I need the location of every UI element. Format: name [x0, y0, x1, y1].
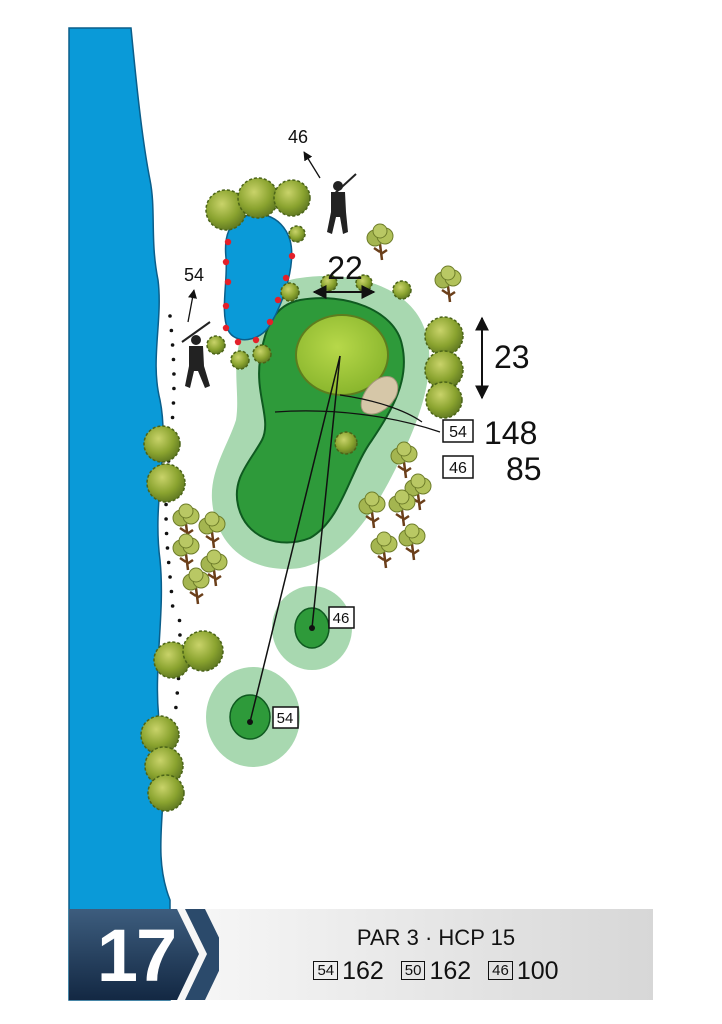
play-line-46 — [311, 355, 341, 629]
bush — [288, 225, 306, 243]
oob-stake — [169, 328, 174, 333]
tee-box-54 — [229, 694, 271, 740]
distance-148: 148 — [484, 415, 537, 451]
oob-stake — [166, 560, 171, 565]
drop-zone-54-label: 54 — [184, 265, 204, 285]
golfer-54-icon — [181, 321, 211, 388]
tee-tag-54: 54 — [313, 961, 339, 980]
play-line-54 — [249, 355, 341, 723]
drop-zone-46-label: 46 — [288, 127, 308, 147]
bush — [144, 746, 184, 786]
oob-stake — [175, 691, 180, 695]
bush — [392, 280, 412, 300]
bush — [273, 179, 311, 217]
water-hazard — [68, 27, 171, 1001]
oob-stake — [169, 589, 174, 594]
tee-length-54: 162 — [342, 957, 384, 985]
tree — [172, 533, 200, 571]
drop-zone-46-arrow — [303, 151, 321, 179]
oob-stake — [172, 386, 176, 391]
hazard-stake — [224, 238, 232, 246]
trees — [172, 223, 462, 605]
oob-stake — [164, 531, 169, 536]
tree — [198, 511, 226, 549]
oob-stake — [168, 314, 172, 318]
tee-tag-50: 50 — [400, 961, 426, 980]
hazard-stake — [274, 296, 282, 304]
distance-tag-46-box — [442, 455, 474, 479]
oob-stake — [172, 372, 176, 376]
oob-stake — [170, 604, 175, 608]
bush — [425, 381, 463, 419]
oob-stake — [164, 502, 168, 507]
hole-number: 17 — [96, 914, 177, 997]
green-width: 22 — [327, 250, 363, 286]
tree — [390, 441, 418, 479]
tree — [398, 523, 426, 561]
bush — [334, 431, 358, 455]
hazard-stake — [234, 338, 242, 346]
tee-label-46: 46 — [333, 610, 350, 627]
green-depth: 23 — [494, 339, 530, 375]
tee-length-46: 100 — [516, 957, 559, 985]
hazard-stake — [282, 274, 290, 282]
distance-85: 85 — [506, 451, 542, 487]
oob-stake — [177, 618, 182, 623]
hazard-stake — [266, 318, 274, 326]
oob-stake — [170, 343, 175, 347]
bush — [147, 774, 185, 812]
oob-stake — [165, 546, 170, 550]
par-hcp: PAR 3 · HCP 15 — [356, 925, 516, 950]
oob-stake — [164, 517, 168, 521]
tree — [434, 265, 462, 303]
distance-tag-54: 54 — [449, 424, 467, 441]
bush — [146, 463, 186, 503]
tree — [388, 489, 416, 527]
drop-zone-54-arrow — [187, 289, 197, 323]
hazard-stake — [288, 252, 296, 260]
tree — [370, 531, 398, 569]
bush — [182, 630, 224, 672]
carry-arc-54 — [274, 410, 441, 433]
distance-tag-46: 46 — [449, 460, 467, 477]
greenside-bunker — [360, 376, 399, 415]
tee-label-54-box — [272, 706, 299, 729]
hazard-stake — [222, 258, 230, 266]
bush — [230, 350, 250, 370]
hazard-stake — [222, 324, 230, 332]
bush — [143, 425, 181, 463]
oob-stake — [174, 705, 178, 710]
tee-length-50: 162 — [429, 957, 472, 985]
bush — [237, 177, 279, 219]
bush — [252, 344, 272, 364]
tee-label-46-box — [328, 606, 355, 629]
bush — [280, 282, 300, 302]
tee-tag-46: 46 — [488, 961, 513, 980]
oob-stake — [171, 357, 176, 362]
bush — [140, 715, 180, 755]
distance-tag-54-box — [442, 419, 474, 443]
oob-stake — [178, 633, 182, 637]
oob-stake — [171, 401, 176, 405]
tree — [182, 567, 210, 605]
tree — [172, 503, 200, 541]
carry-arc-46 — [339, 394, 423, 423]
tree — [366, 223, 394, 261]
hazard-stake — [252, 336, 260, 344]
tree — [358, 491, 386, 529]
hazard-stake — [224, 278, 232, 286]
oob-stake — [170, 415, 175, 420]
tee-label-54: 54 — [277, 710, 294, 727]
bush — [206, 335, 226, 355]
hazard-stake — [222, 302, 230, 310]
bush — [424, 350, 464, 390]
hole-number-badge — [69, 909, 219, 1000]
golfer-46-icon — [327, 173, 357, 234]
tree — [200, 549, 228, 587]
bush — [424, 316, 464, 356]
tree — [404, 473, 432, 511]
oob-stake — [168, 575, 172, 579]
